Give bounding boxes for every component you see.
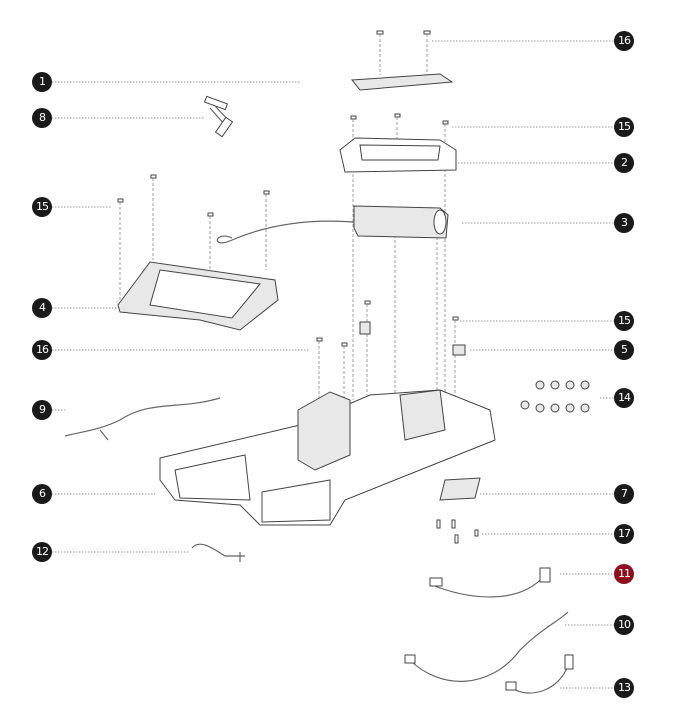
callout-12[interactable]: 12 bbox=[32, 542, 52, 562]
leader-lines bbox=[52, 40, 614, 689]
part-3-battery bbox=[353, 205, 449, 239]
part-8-wire-harness bbox=[203, 95, 234, 138]
screw-icon bbox=[207, 212, 214, 270]
part-17-screws bbox=[436, 519, 479, 544]
callout-14[interactable]: 14 bbox=[614, 388, 634, 408]
callout-17[interactable]: 17 bbox=[614, 524, 634, 544]
callout-2[interactable]: 2 bbox=[614, 153, 634, 173]
screw-icon bbox=[423, 30, 431, 75]
callout-16[interactable]: 16 bbox=[32, 340, 52, 360]
callout-16[interactable]: 16 bbox=[614, 31, 634, 51]
callout-7[interactable]: 7 bbox=[614, 484, 634, 504]
callout-8[interactable]: 8 bbox=[32, 108, 52, 128]
callout-5[interactable]: 5 bbox=[614, 340, 634, 360]
screw-icon bbox=[394, 113, 401, 140]
callout-6[interactable]: 6 bbox=[32, 484, 52, 504]
callout-15[interactable]: 15 bbox=[32, 197, 52, 217]
screw-icon bbox=[263, 190, 270, 270]
part-12-wire bbox=[191, 543, 245, 562]
part-9-wire bbox=[64, 397, 221, 441]
part-7-plate bbox=[439, 477, 481, 501]
callout-9[interactable]: 9 bbox=[32, 400, 52, 420]
part-11-cable bbox=[431, 574, 546, 598]
callout-4[interactable]: 4 bbox=[32, 298, 52, 318]
part-5-clip bbox=[452, 344, 466, 356]
screw-icon bbox=[364, 300, 371, 395]
callout-15[interactable]: 15 bbox=[614, 117, 634, 137]
callout-10[interactable]: 10 bbox=[614, 615, 634, 635]
screw-icon bbox=[150, 174, 157, 260]
callout-15[interactable]: 15 bbox=[614, 311, 634, 331]
screw-icon bbox=[117, 198, 124, 300]
screw-icon bbox=[376, 30, 384, 75]
callout-1[interactable]: 1 bbox=[32, 72, 52, 92]
callout-13[interactable]: 13 bbox=[614, 678, 634, 698]
screw-icon bbox=[452, 316, 459, 420]
callout-3[interactable]: 3 bbox=[614, 213, 634, 233]
part-1-cover-plate bbox=[351, 73, 454, 91]
part-10-cable bbox=[409, 611, 569, 682]
callout-11-highlighted[interactable]: 11 bbox=[614, 564, 634, 584]
part-13-cable bbox=[511, 664, 569, 694]
part-14-clips bbox=[520, 380, 590, 413]
